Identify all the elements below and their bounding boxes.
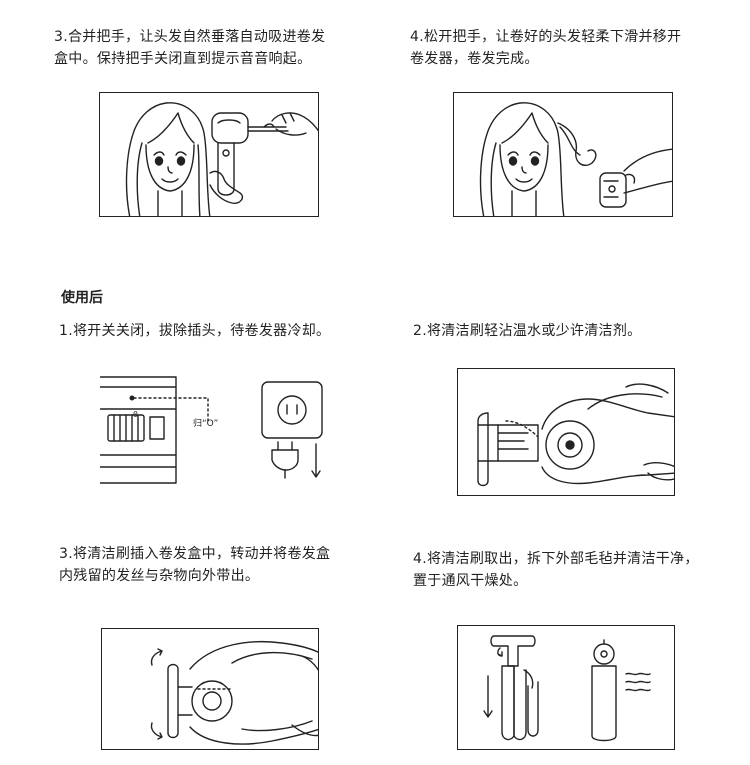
switch-mark: 0: [133, 410, 138, 420]
section-title-after-use: 使用后: [61, 288, 103, 308]
step4-text-line1: 4.松开把手，让卷好的头发轻柔下滑并移开: [410, 26, 681, 48]
after-step3-text-line2: 内残留的发丝与杂物向外带出。: [59, 565, 259, 587]
illustration-woman-curler-closed: [99, 92, 319, 217]
after-step4-text-line1: 4.将清洁刷取出，拆下外部毛毡并清洁干净，: [413, 548, 699, 570]
step3-text-line1: 3.合并把手，让头发自然垂落自动吸进卷发: [54, 26, 325, 48]
illustration-brush-and-curler: [457, 368, 675, 496]
after-step3-text-line1: 3.将清洁刷插入卷发盒中，转动并将卷发盒: [59, 543, 330, 565]
illustration-brush-felt-dry: [457, 625, 675, 750]
illustration-woman-curl-released: [453, 92, 673, 217]
step4-text-line2: 卷发器，卷发完成。: [410, 48, 539, 70]
switch-off-label: 归“O”: [193, 418, 218, 430]
illustration-socket: [258, 380, 330, 480]
after-step1-text: 1.将开关关闭，拔除插头，待卷发器冷却。: [59, 320, 330, 342]
illustration-brush-rotating: [101, 628, 319, 750]
after-step2-text: 2.将清洁刷轻沾温水或少许清洁剂。: [413, 320, 641, 342]
after-step4-text-line2: 置于通风干燥处。: [413, 570, 527, 592]
step3-text-line2: 盒中。保持把手关闭直到提示音音响起。: [54, 48, 311, 70]
